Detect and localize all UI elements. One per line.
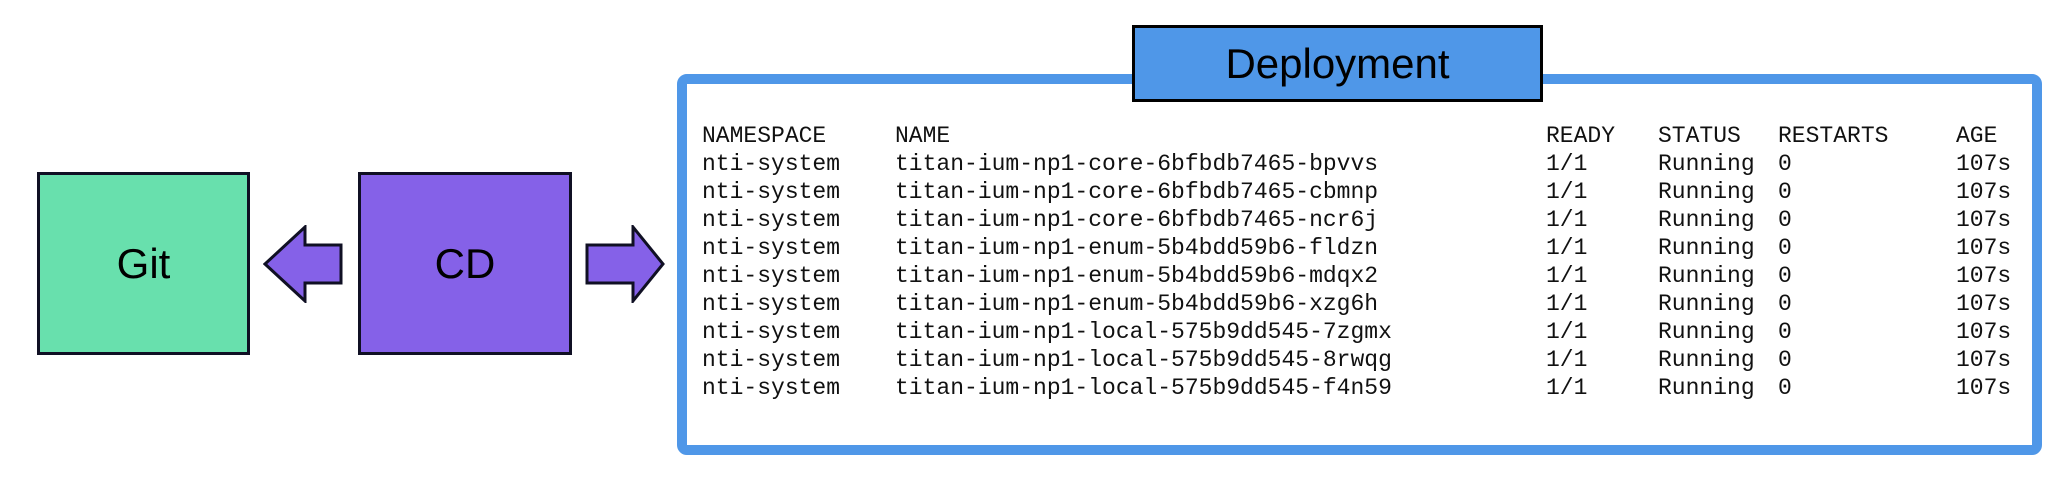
table-cell: titan-ium-np1-core-6bfbdb7465-ncr6j [895,207,1379,233]
table-row: nti-system titan-ium-np1-core-6bfbdb7465-… [702,150,2032,178]
table-cell: 107s [1956,291,2012,317]
table-cell: nti-system [702,375,841,401]
table-cell: Running [1658,291,1755,317]
table-cell: 1/1 [1546,347,1588,373]
table-row: nti-system titan-ium-np1-enum-5b4bdd59b6-… [702,262,2032,290]
table-cell: 1/1 [1546,291,1588,317]
table-cell: nti-system [702,179,841,205]
table-cell: 1/1 [1546,207,1588,233]
table-cell: 0 [1778,179,1792,205]
table-cell: Running [1658,347,1755,373]
table-header-cell: RESTARTS [1778,123,1889,149]
table-header-cell: NAMESPACE [702,123,827,149]
table-row: nti-system titan-ium-np1-core-6bfbdb7465-… [702,206,2032,234]
table-cell: 107s [1956,151,2012,177]
table-cell: Running [1658,375,1755,401]
table-cell: nti-system [702,263,841,289]
table-cell: 1/1 [1546,319,1588,345]
table-row: nti-system titan-ium-np1-local-575b9dd545… [702,346,2032,374]
table-cell: 0 [1778,207,1792,233]
table-cell: titan-ium-np1-local-575b9dd545-7zgmx [895,319,1392,345]
table-cell: titan-ium-np1-enum-5b4bdd59b6-xzg6h [895,291,1379,317]
table-cell: Running [1658,319,1755,345]
table-cell: nti-system [702,319,841,345]
table-cell: Running [1658,235,1755,261]
deployment-header: Deployment [1132,25,1543,102]
table-cell: Running [1658,207,1755,233]
table-header-cell: AGE [1956,123,1998,149]
table-cell: 1/1 [1546,235,1588,261]
table-cell: nti-system [702,291,841,317]
table-header-cell: NAME [895,123,951,149]
table-cell: nti-system [702,207,841,233]
table-cell: 107s [1956,207,2012,233]
table-cell: 0 [1778,319,1792,345]
table-cell: Running [1658,151,1755,177]
table-cell: 1/1 [1546,179,1588,205]
table-cell: 0 [1778,151,1792,177]
table-header-cell: READY [1546,123,1616,149]
table-cell: 1/1 [1546,151,1588,177]
table-row: nti-system titan-ium-np1-local-575b9dd545… [702,318,2032,346]
table-cell: 0 [1778,291,1792,317]
table-cell: 0 [1778,263,1792,289]
table-cell: 107s [1956,347,2012,373]
arrow-right-icon [585,225,665,303]
table-cell: 107s [1956,375,2012,401]
table-cell: 0 [1778,375,1792,401]
table-row: nti-system titan-ium-np1-enum-5b4bdd59b6-… [702,234,2032,262]
table-cell: 1/1 [1546,263,1588,289]
table-cell: titan-ium-np1-local-575b9dd545-f4n59 [895,375,1392,401]
table-cell: 0 [1778,347,1792,373]
table-cell: 107s [1956,179,2012,205]
table-cell: titan-ium-np1-core-6bfbdb7465-bpvvs [895,151,1379,177]
cd-box: CD [358,172,572,355]
table-cell: Running [1658,179,1755,205]
table-row: nti-system titan-ium-np1-local-575b9dd545… [702,374,2032,402]
table-cell: 107s [1956,263,2012,289]
table-cell: titan-ium-np1-enum-5b4bdd59b6-fldzn [895,235,1379,261]
table-cell: 107s [1956,235,2012,261]
table-cell: titan-ium-np1-enum-5b4bdd59b6-mdqx2 [895,263,1379,289]
table-cell: 0 [1778,235,1792,261]
table-cell: 107s [1956,319,2012,345]
table-cell: nti-system [702,151,841,177]
git-box: Git [37,172,250,355]
table-cell: Running [1658,263,1755,289]
arrow-left-icon [263,225,343,303]
table-row: nti-system titan-ium-np1-core-6bfbdb7465-… [702,178,2032,206]
table-cell: nti-system [702,235,841,261]
table-row: nti-system titan-ium-np1-enum-5b4bdd59b6-… [702,290,2032,318]
deployment-label: Deployment [1225,39,1450,87]
table-cell: titan-ium-np1-core-6bfbdb7465-cbmnp [895,179,1379,205]
table-cell: titan-ium-np1-local-575b9dd545-8rwqg [895,347,1392,373]
git-label: Git [116,239,171,287]
table-cell: 1/1 [1546,375,1588,401]
table-header-cell: STATUS [1658,123,1741,149]
table-cell: nti-system [702,347,841,373]
table-header-row: NAMESPACE NAME READY STATUS RESTARTS AGE [702,122,2032,150]
cd-label: CD [434,239,496,287]
